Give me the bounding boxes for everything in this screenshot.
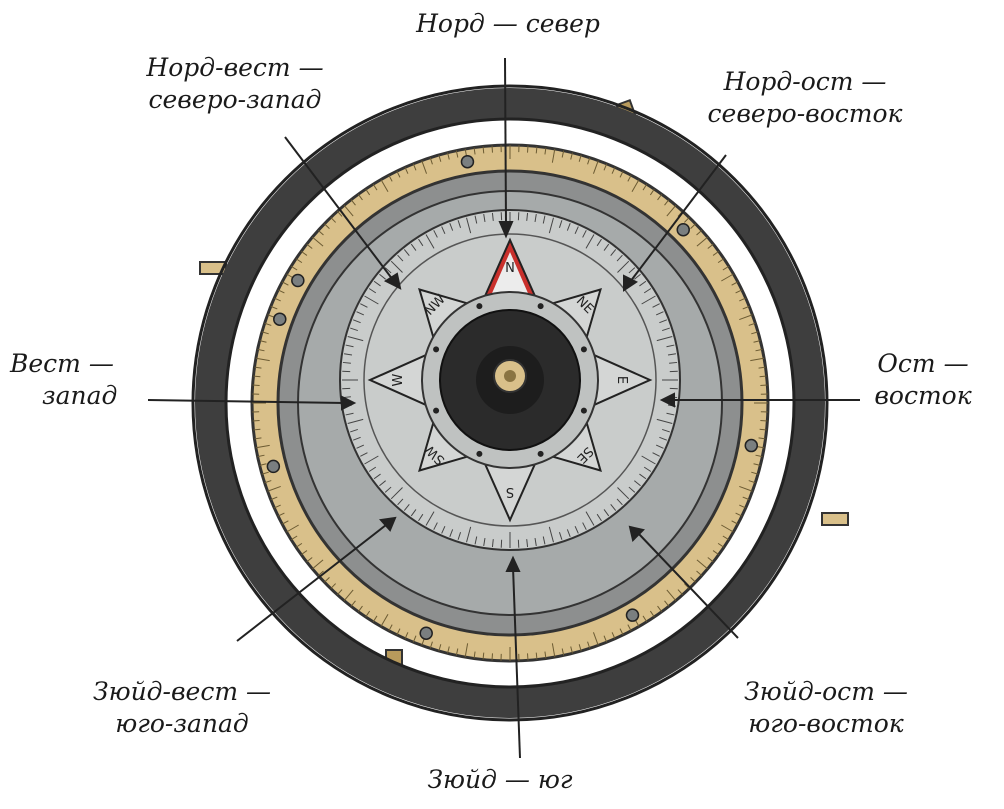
rose-letter: E: [614, 376, 629, 384]
label-south: Зюйд — юг: [380, 764, 620, 796]
label-south-line1: Зюйд — юг: [380, 764, 620, 796]
rose-letter: N: [505, 261, 515, 276]
label-east-line1: Ост —: [848, 348, 998, 380]
label-northwest-line2: северо-запад: [110, 84, 360, 116]
lug-right: [822, 513, 848, 525]
label-northeast-line2: северо-восток: [680, 98, 930, 130]
label-southwest: Зюйд-вест — юго-запад: [62, 676, 302, 740]
label-southeast: Зюйд-ост — юго-восток: [706, 676, 946, 740]
label-west-line2: запад: [10, 380, 190, 412]
label-east: Ост — восток: [848, 348, 998, 412]
label-southeast-line1: Зюйд-ост —: [706, 676, 946, 708]
rose-letter: S: [506, 484, 514, 499]
label-northeast: Норд-ост — северо-восток: [680, 66, 930, 130]
label-east-line2: восток: [848, 380, 998, 412]
label-west: Вест — запад: [10, 348, 190, 412]
label-southwest-line2: юго-запад: [62, 708, 302, 740]
label-southeast-line2: юго-восток: [706, 708, 946, 740]
label-northwest: Норд-вест — северо-запад: [110, 52, 360, 116]
label-southwest-line1: Зюйд-вест —: [62, 676, 302, 708]
label-north: Норд — север: [378, 8, 638, 40]
label-northwest-line1: Норд-вест —: [110, 52, 360, 84]
label-west-line1: Вест —: [10, 348, 190, 380]
label-north-line1: Норд — север: [378, 8, 638, 40]
label-northeast-line1: Норд-ост —: [680, 66, 930, 98]
rose-letter: W: [391, 373, 406, 386]
